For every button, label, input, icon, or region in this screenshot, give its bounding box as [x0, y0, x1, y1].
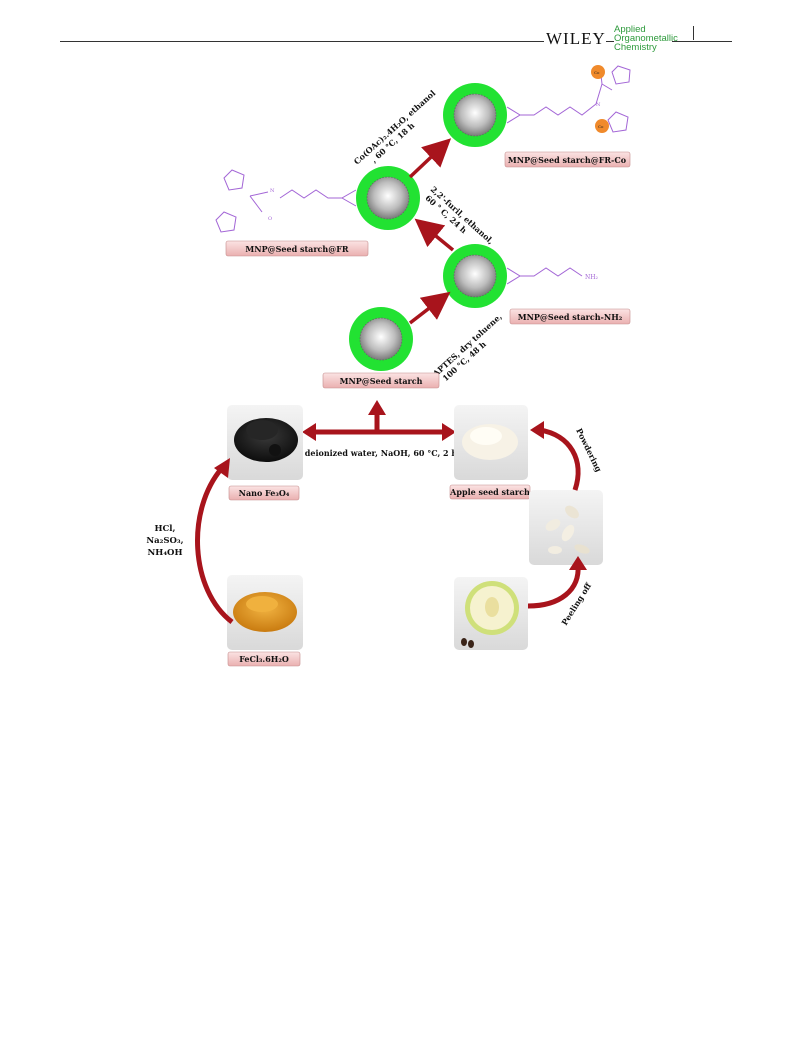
nanoparticle-seed-starch-fr: [356, 166, 420, 230]
label-box-apple-seed-starch: Apple seed starch: [449, 484, 531, 500]
up-arrow-head: [368, 400, 386, 415]
cobalt-condition-line-1: Co(OAc)₂.4H₂O, ethanol: [352, 88, 438, 167]
label-box-mnp-seed-starch-fr: MNP@Seed starch@FR: [225, 240, 369, 257]
header-rule-right: [672, 41, 732, 42]
hcl-condition-line-3: NH₄OH: [148, 548, 183, 558]
photo-cut-apple: [454, 577, 528, 650]
label-mnp-seed-starch-nh2: MNP@Seed starch-NH₂: [518, 312, 623, 322]
cobalt-lower-label: Co: [598, 124, 604, 129]
double-arrow-right-head: [442, 423, 456, 441]
cobalt-upper-label: Co: [594, 70, 600, 75]
fr-co-imine-n-label: N: [596, 102, 601, 108]
curve-arrow-powdering-head: [530, 421, 544, 439]
fr-carbonyl-o-label: O: [268, 216, 272, 222]
deionized-condition: deionized water, NaOH, 60 °C, 2 h: [305, 448, 458, 458]
fr-imine-n-label: N: [270, 188, 275, 194]
label-mnp-seed-starch-fr: MNP@Seed starch@FR: [245, 244, 348, 254]
journal-title: Applied Organometallic Chemistry: [614, 24, 678, 53]
arrow-cobalt-step: [408, 138, 452, 179]
label-box-mnp-seed-starch-nh2: MNP@Seed starch-NH₂: [509, 308, 631, 325]
label-apple-seed-starch: Apple seed starch: [449, 487, 530, 497]
cobalt-atom-upper: [591, 65, 605, 79]
curve-arrow-fecl3-to-fe3o4: [195, 466, 234, 624]
photo-nano-fe3o4: [227, 405, 303, 480]
furil-ligand-molecule: [215, 169, 357, 233]
label-fecl3: FeCl₃.6H₂O: [239, 654, 289, 664]
double-arrow-left-head: [302, 423, 316, 441]
aptes-condition-line-1: APTES, dry toluene,: [430, 311, 504, 379]
arrow-aptes-step: [408, 291, 451, 325]
nh2-linker-molecule: [506, 267, 583, 285]
label-box-mnp-seed-starch-fr-co: MNP@Seed starch@FR-Co: [504, 151, 631, 168]
hcl-condition-line-1: HCl,: [155, 524, 176, 534]
arrow-furil-step: [414, 218, 455, 252]
header-rule-left: [60, 41, 544, 42]
nanoparticle-seed-starch: [349, 307, 413, 371]
label-mnp-seed-starch: MNP@Seed starch: [340, 376, 423, 386]
hcl-condition-line-2: Na₂SO₃,: [146, 536, 183, 546]
journal-line-3: Chemistry: [614, 42, 657, 53]
curve-arrow-apple-to-seeds: [527, 564, 581, 609]
journal-line-2: Organometallic: [614, 33, 678, 44]
photo-peeled-seeds: [529, 490, 603, 565]
label-nano-fe3o4: Nano Fe₃O₄: [239, 488, 290, 498]
photo-apple-seed-starch: [454, 405, 528, 480]
label-box-nano-fe3o4: Nano Fe₃O₄: [228, 485, 300, 501]
label-box-fecl3: FeCl₃.6H₂O: [227, 651, 301, 667]
label-box-mnp-seed-starch: MNP@Seed starch: [322, 372, 440, 389]
page-number-bar: [693, 26, 694, 40]
nanoparticle-seed-starch-nh2: [443, 244, 507, 308]
nh2-group-label: NH₂: [585, 274, 598, 281]
header-rule-mid: [606, 41, 614, 42]
curve-arrow-peeling-head: [569, 556, 587, 570]
label-mnp-seed-starch-fr-co: MNP@Seed starch@FR-Co: [508, 155, 627, 165]
cobalt-atom-lower: [595, 119, 609, 133]
publisher-logo: WILEY: [546, 29, 606, 48]
journal-line-1: Applied: [614, 24, 646, 35]
curve-arrow-fecl3-head: [214, 458, 230, 478]
photo-fecl3-powder: [227, 575, 303, 650]
peeling-off-condition: Peeling off: [559, 581, 593, 628]
nanoparticle-seed-starch-fr-co: [443, 83, 507, 147]
curve-arrow-seeds-to-starch: [539, 427, 581, 491]
furil-cobalt-complex-molecule: [506, 65, 631, 133]
